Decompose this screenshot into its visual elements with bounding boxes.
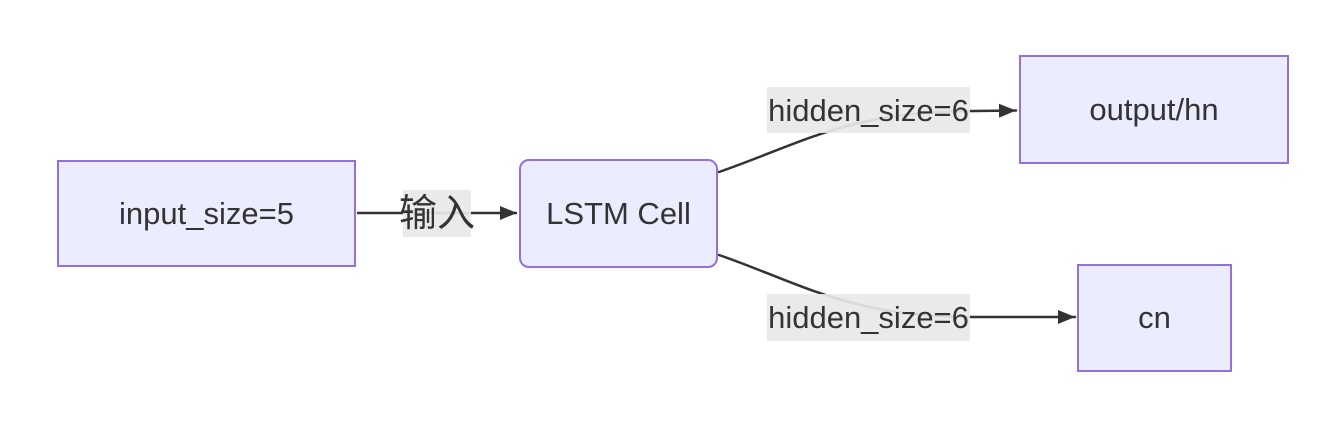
edge-label-hidden-size-bottom-text: hidden_size=6 — [768, 300, 969, 335]
node-cn-label: cn — [1138, 300, 1171, 335]
node-input-size: input_size=5 — [57, 160, 356, 267]
edge-label-input: 输入 — [399, 190, 475, 237]
node-input-size-label: input_size=5 — [119, 195, 294, 231]
node-output-hn-label: output/hn — [1089, 91, 1219, 127]
node-output-hn: output/hn — [1019, 55, 1289, 164]
edge-label-input-text: 输入 — [399, 192, 476, 235]
node-cn: cn — [1077, 264, 1232, 372]
node-lstm-cell: LSTM Cell — [519, 159, 718, 268]
edge-label-hidden-size-bottom: hidden_size=6 — [767, 294, 970, 341]
edge-label-hidden-size-top: hidden_size=6 — [767, 87, 970, 133]
edge-label-hidden-size-top-text: hidden_size=6 — [768, 92, 969, 128]
node-lstm-cell-label: LSTM Cell — [546, 195, 691, 231]
